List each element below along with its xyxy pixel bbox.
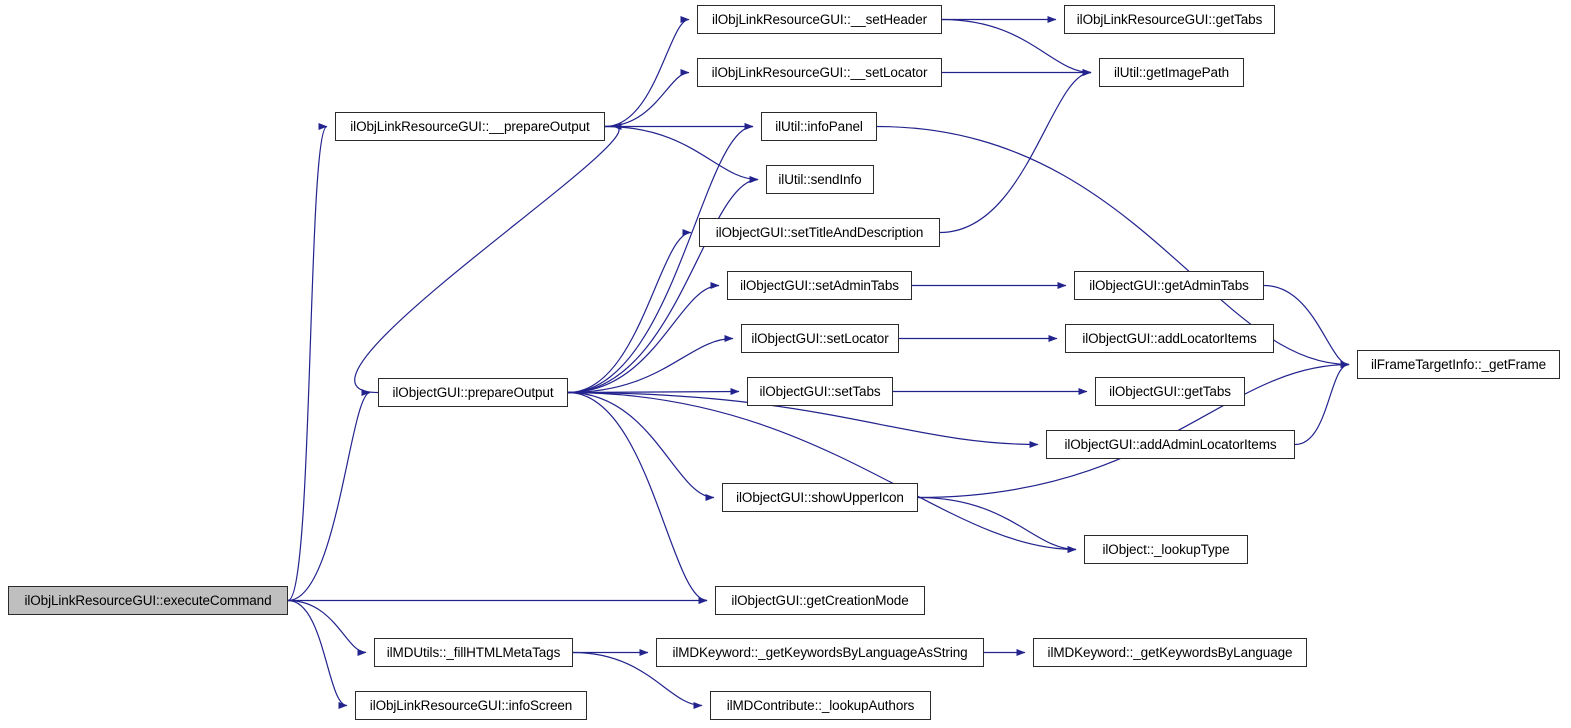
graph-edge-executeCommand-to-infoScreen [287, 599, 348, 709]
graph-node-addLocatorItems[interactable]: ilObjectGUI::addLocatorItems [1065, 324, 1274, 353]
graph-node-infoPanel[interactable]: ilUtil::infoPanel [761, 112, 877, 141]
graph-node-showUpperIcon[interactable]: ilObjectGUI::showUpperIcon [722, 483, 918, 512]
graph-node-setTabs[interactable]: ilObjectGUI::setTabs [747, 377, 893, 406]
graph-edge-prepareOutput-to-__prepareOutput [354, 123, 622, 394]
graph-node-setLocator[interactable]: ilObjectGUI::setLocator [741, 324, 899, 353]
graph-node-_getKeywordsByLanguage[interactable]: ilMDKeyword::_getKeywordsByLanguage [1033, 638, 1307, 667]
graph-node-_getKeywordsByLanguageAsString[interactable]: ilMDKeyword::_getKeywordsByLanguageAsStr… [656, 638, 984, 667]
graph-node-_lookupAuthors[interactable]: ilMDContribute::_lookupAuthors [710, 691, 931, 720]
graph-node-_getFrame[interactable]: ilFrameTargetInfo::_getFrame [1357, 350, 1560, 379]
graph-node-getImagePath[interactable]: ilUtil::getImagePath [1099, 58, 1244, 87]
graph-node-getAdminTabs[interactable]: ilObjectGUI::getAdminTabs [1074, 271, 1264, 300]
graph-edge-prepareOutput-to-setTabs [567, 388, 740, 396]
graph-edge-prepareOutput-to-infoPanel [567, 123, 754, 394]
graph-node-__prepareOutput[interactable]: ilObjLinkResourceGUI::__prepareOutput [335, 112, 605, 141]
graph-edge-executeCommand-to-prepareOutput [287, 389, 371, 602]
graph-edge-prepareOutput-to-_lookupType [567, 391, 1077, 553]
graph-edge-prepareOutput-to-showUpperIcon [567, 391, 715, 501]
graph-node-executeCommand[interactable]: ilObjLinkResourceGUI::executeCommand [8, 586, 288, 615]
graph-node-sendInfo[interactable]: ilUtil::sendInfo [766, 165, 874, 194]
graph-node-__setHeader[interactable]: ilObjLinkResourceGUI::__setHeader [697, 5, 942, 34]
graph-edge-setTitleAndDescription-to-getImagePath [939, 69, 1092, 234]
graph-node-__setLocator[interactable]: ilObjLinkResourceGUI::__setLocator [697, 58, 942, 87]
graph-node-_fillHTMLMetaTags[interactable]: ilMDUtils::_fillHTMLMetaTags [374, 638, 573, 667]
graph-node-prepareOutput[interactable]: ilObjectGUI::prepareOutput [378, 378, 568, 407]
graph-edge-showUpperIcon-to-_lookupType [917, 496, 1077, 553]
graph-edge-executeCommand-to-_fillHTMLMetaTags [287, 599, 367, 656]
graph-edge-executeCommand-to-__prepareOutput [287, 123, 328, 602]
graph-edge-prepareOutput-to-getCreationMode [567, 391, 708, 604]
graph-node-addAdminLocatorItems[interactable]: ilObjectGUI::addAdminLocatorItems [1046, 430, 1295, 459]
graph-node-getCreationMode[interactable]: ilObjectGUI::getCreationMode [715, 586, 925, 615]
graph-edge-__prepareOutput-to-__setHeader [604, 16, 690, 128]
graph-edge-prepareOutput-to-setAdminTabs [567, 282, 720, 394]
graph-node-setTitleAndDescription[interactable]: ilObjectGUI::setTitleAndDescription [699, 218, 940, 247]
graph-node-getTabsLink[interactable]: ilObjLinkResourceGUI::getTabs [1064, 5, 1275, 34]
graph-node-infoScreen[interactable]: ilObjLinkResourceGUI::infoScreen [355, 691, 587, 720]
graph-edge-__prepareOutput-to-sendInfo [604, 125, 759, 183]
graph-edge-__prepareOutput-to-__setLocator [604, 69, 690, 128]
graph-edge-getAdminTabs-to-_getFrame [1263, 284, 1350, 368]
graph-node-setAdminTabs[interactable]: ilObjectGUI::setAdminTabs [727, 271, 912, 300]
graph-node-_lookupType[interactable]: ilObject::_lookupType [1084, 535, 1248, 564]
graph-node-getTabsObj[interactable]: ilObjectGUI::getTabs [1095, 377, 1245, 406]
graph-edge-prepareOutput-to-setTitleAndDescription [567, 229, 692, 394]
graph-edge-prepareOutput-to-setLocator [567, 335, 734, 394]
graph-edge-addAdminLocatorItems-to-_getFrame [1294, 361, 1350, 446]
